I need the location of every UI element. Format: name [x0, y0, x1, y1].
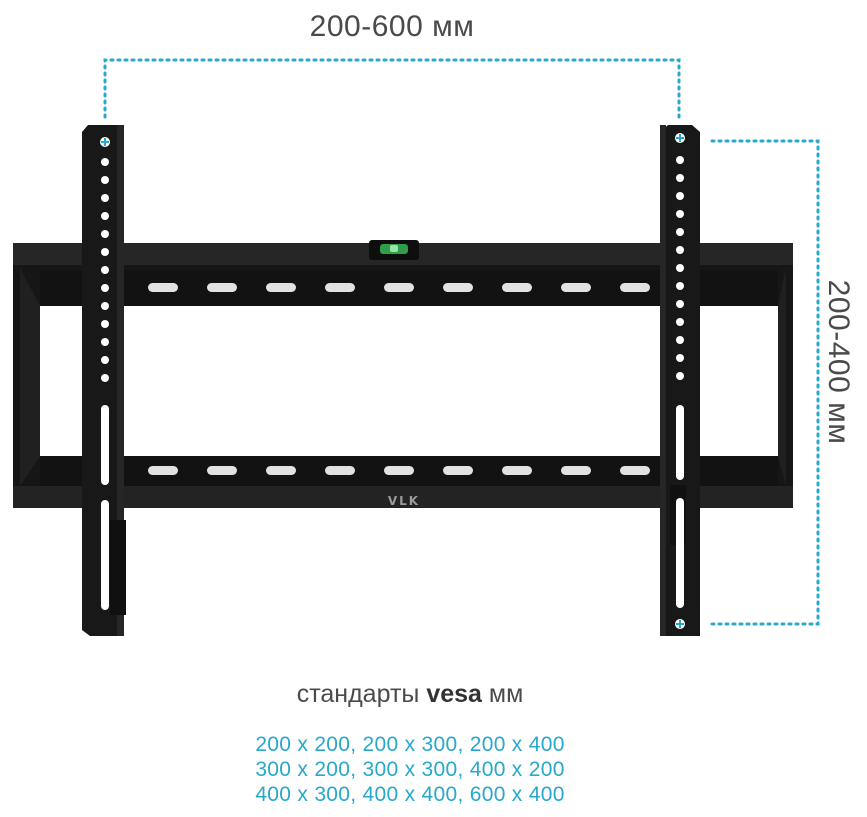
bottom-rail-slots: [148, 466, 650, 475]
width-dimension-label: 200-600 мм: [309, 10, 475, 43]
left-vertical-arm: [82, 125, 126, 636]
dimension-lines: [103, 58, 820, 626]
bubble-level-icon: [369, 240, 419, 260]
vesa-sizes-row: 300 x 200, 300 x 300, 400 x 200: [255, 758, 565, 781]
vesa-title-bold: vesa: [426, 680, 482, 708]
vesa-sizes-row: 400 x 300, 400 x 400, 600 x 400: [255, 783, 565, 806]
vesa-sizes-list: 200 x 200, 200 x 300, 200 x 400 300 x 20…: [0, 732, 820, 807]
top-rail-slots: [148, 283, 650, 292]
svg-text:VLK: VLK: [388, 494, 420, 508]
vlk-logo: VLK: [388, 494, 420, 508]
right-vertical-arm: [660, 125, 700, 636]
vesa-title-suffix: мм: [488, 680, 524, 708]
vesa-title-prefix: стандарты: [296, 680, 420, 708]
vesa-sizes-row: 200 x 200, 200 x 300, 200 x 400: [255, 733, 565, 756]
vesa-standards-title: стандарты vesa мм: [0, 680, 820, 709]
